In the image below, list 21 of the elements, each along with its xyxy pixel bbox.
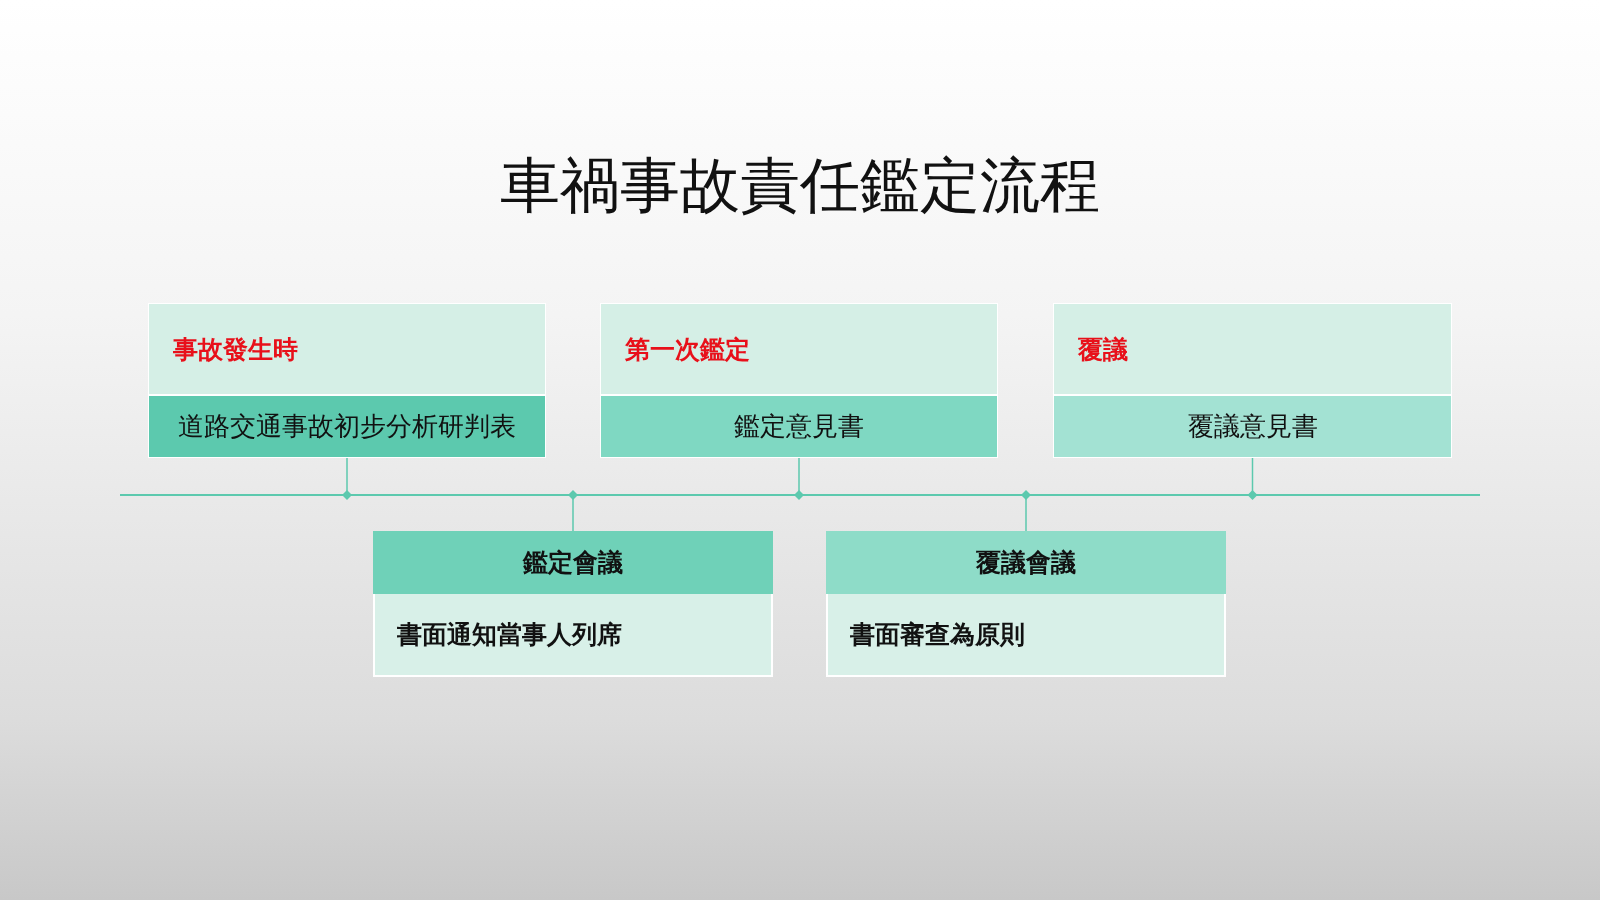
timeline-card (373, 531, 773, 677)
card-heading: 鑑定會議 (373, 531, 773, 594)
card-body: 書面審查為原則 (826, 594, 1226, 677)
connector-line (568, 490, 578, 532)
connector-line (1247, 457, 1258, 500)
card-body: 覆議意見書 (1053, 395, 1452, 458)
connector-line (1021, 490, 1031, 532)
card-body: 道路交通事故初步分析研判表 (148, 395, 546, 458)
timeline-card (826, 531, 1226, 677)
connector-line (794, 457, 804, 500)
timeline-card (1053, 303, 1452, 458)
diagram-title: 車禍事故責任鑑定流程 (499, 149, 1101, 222)
timeline-card (148, 303, 546, 458)
connector-line (342, 457, 352, 500)
card-body: 書面通知當事人列席 (373, 594, 773, 677)
card-heading: 覆議 (1053, 303, 1452, 395)
card-heading: 第一次鑑定 (600, 303, 998, 395)
timeline-card (600, 303, 998, 458)
card-body: 鑑定意見書 (600, 395, 998, 458)
card-heading: 事故發生時 (148, 303, 546, 395)
card-heading: 覆議會議 (826, 531, 1226, 594)
